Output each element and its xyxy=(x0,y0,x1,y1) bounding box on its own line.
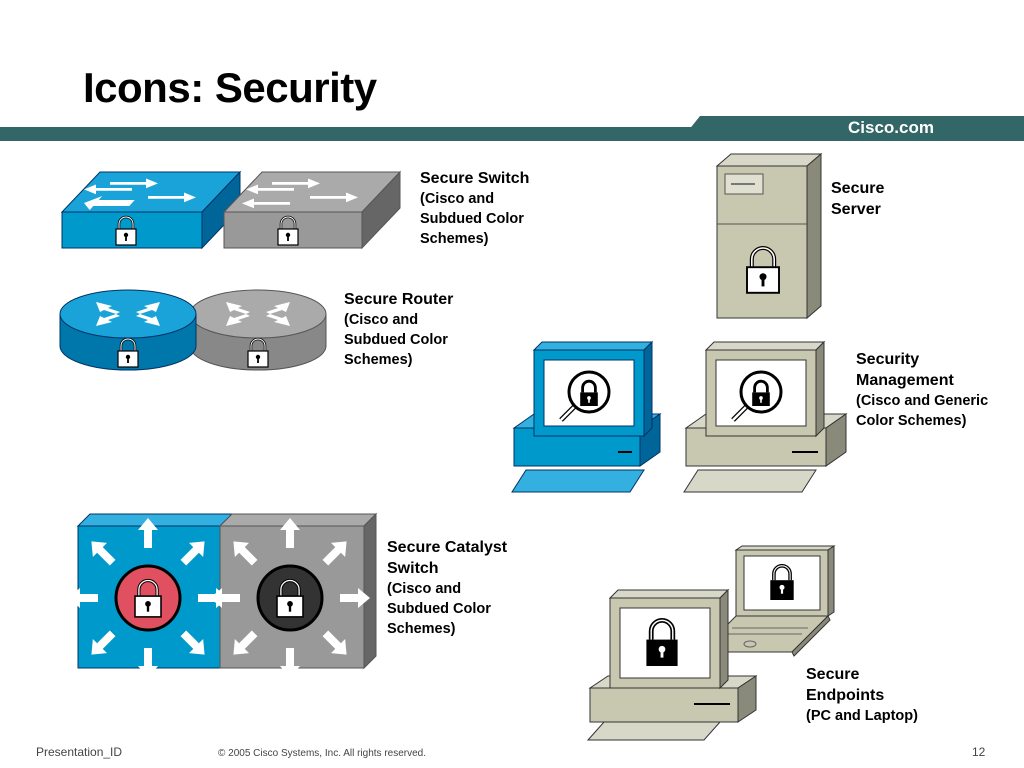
secure-catalyst-switch-scheme-line-1: (Cisco and xyxy=(387,581,462,597)
copyright-notice: © 2005 Cisco Systems, Inc. All rights re… xyxy=(218,748,427,759)
presentation-id: Presentation_ID xyxy=(36,745,123,759)
cisco-com-label: Cisco.com xyxy=(848,118,934,137)
security-management-label: Security Management (Cisco and Generic C… xyxy=(856,349,988,431)
secure-endpoints-label: Secure Endpoints (PC and Laptop) xyxy=(806,664,918,726)
secure-catalyst-switch-name-line-2: Switch xyxy=(387,560,439,577)
security-management-name-line-1: Security xyxy=(856,351,920,368)
security-management-scheme-line-1: (Cisco and Generic xyxy=(856,393,989,409)
page-number: 12 xyxy=(972,745,986,759)
security-management-generic-icon xyxy=(683,340,848,493)
secure-endpoints-name-line-2: Endpoints xyxy=(806,687,885,704)
secure-catalyst-switch-label: Secure Catalyst Switch (Cisco and Subdue… xyxy=(387,537,507,639)
secure-catalyst-switch-subdued-icon xyxy=(176,484,404,712)
slide-title: Icons: Security xyxy=(83,64,377,111)
security-management-scheme-line-2: Color Schemes) xyxy=(856,413,967,429)
secure-catalyst-switch-scheme-line-3: Schemes) xyxy=(387,621,456,637)
secure-router-scheme-line-3: Schemes) xyxy=(344,352,413,368)
secure-endpoints-name-line-1: Secure xyxy=(806,666,860,683)
secure-switch-scheme-line-1: (Cisco and xyxy=(420,191,495,207)
secure-switch-name: Secure Switch xyxy=(420,170,530,187)
secure-catalyst-switch-cisco-icon xyxy=(34,484,262,712)
secure-server-name-line-2: Server xyxy=(831,201,881,218)
secure-catalyst-switch-name-line-1: Secure Catalyst xyxy=(387,539,508,556)
secure-router-scheme-line-2: Subdued Color xyxy=(344,332,448,348)
secure-router-label: Secure Router (Cisco and Subdued Color S… xyxy=(344,289,453,370)
secure-switch-scheme-line-3: Schemes) xyxy=(420,231,489,247)
secure-router-subdued-icon xyxy=(189,289,327,371)
secure-laptop-icon xyxy=(698,545,836,657)
security-management-cisco-icon xyxy=(511,340,662,493)
secure-switch-subdued-icon xyxy=(222,170,402,250)
secure-server-icon xyxy=(715,152,823,320)
security-management-name-line-2: Management xyxy=(856,372,954,389)
secure-pc-icon xyxy=(586,588,758,741)
secure-endpoints-scheme-line-1: (PC and Laptop) xyxy=(806,708,918,724)
header-band xyxy=(0,116,1024,141)
secure-router-scheme-line-1: (Cisco and xyxy=(344,312,419,328)
secure-catalyst-switch-scheme-line-2: Subdued Color xyxy=(387,601,491,617)
secure-server-name-line-1: Secure xyxy=(831,180,885,197)
secure-router-cisco-icon xyxy=(59,289,197,371)
secure-switch-scheme-line-2: Subdued Color xyxy=(420,211,524,227)
secure-switch-label: Secure Switch (Cisco and Subdued Color S… xyxy=(420,168,529,249)
secure-router-name: Secure Router xyxy=(344,291,454,308)
secure-switch-cisco-icon xyxy=(60,170,242,250)
secure-server-label: Secure Server xyxy=(831,178,884,220)
